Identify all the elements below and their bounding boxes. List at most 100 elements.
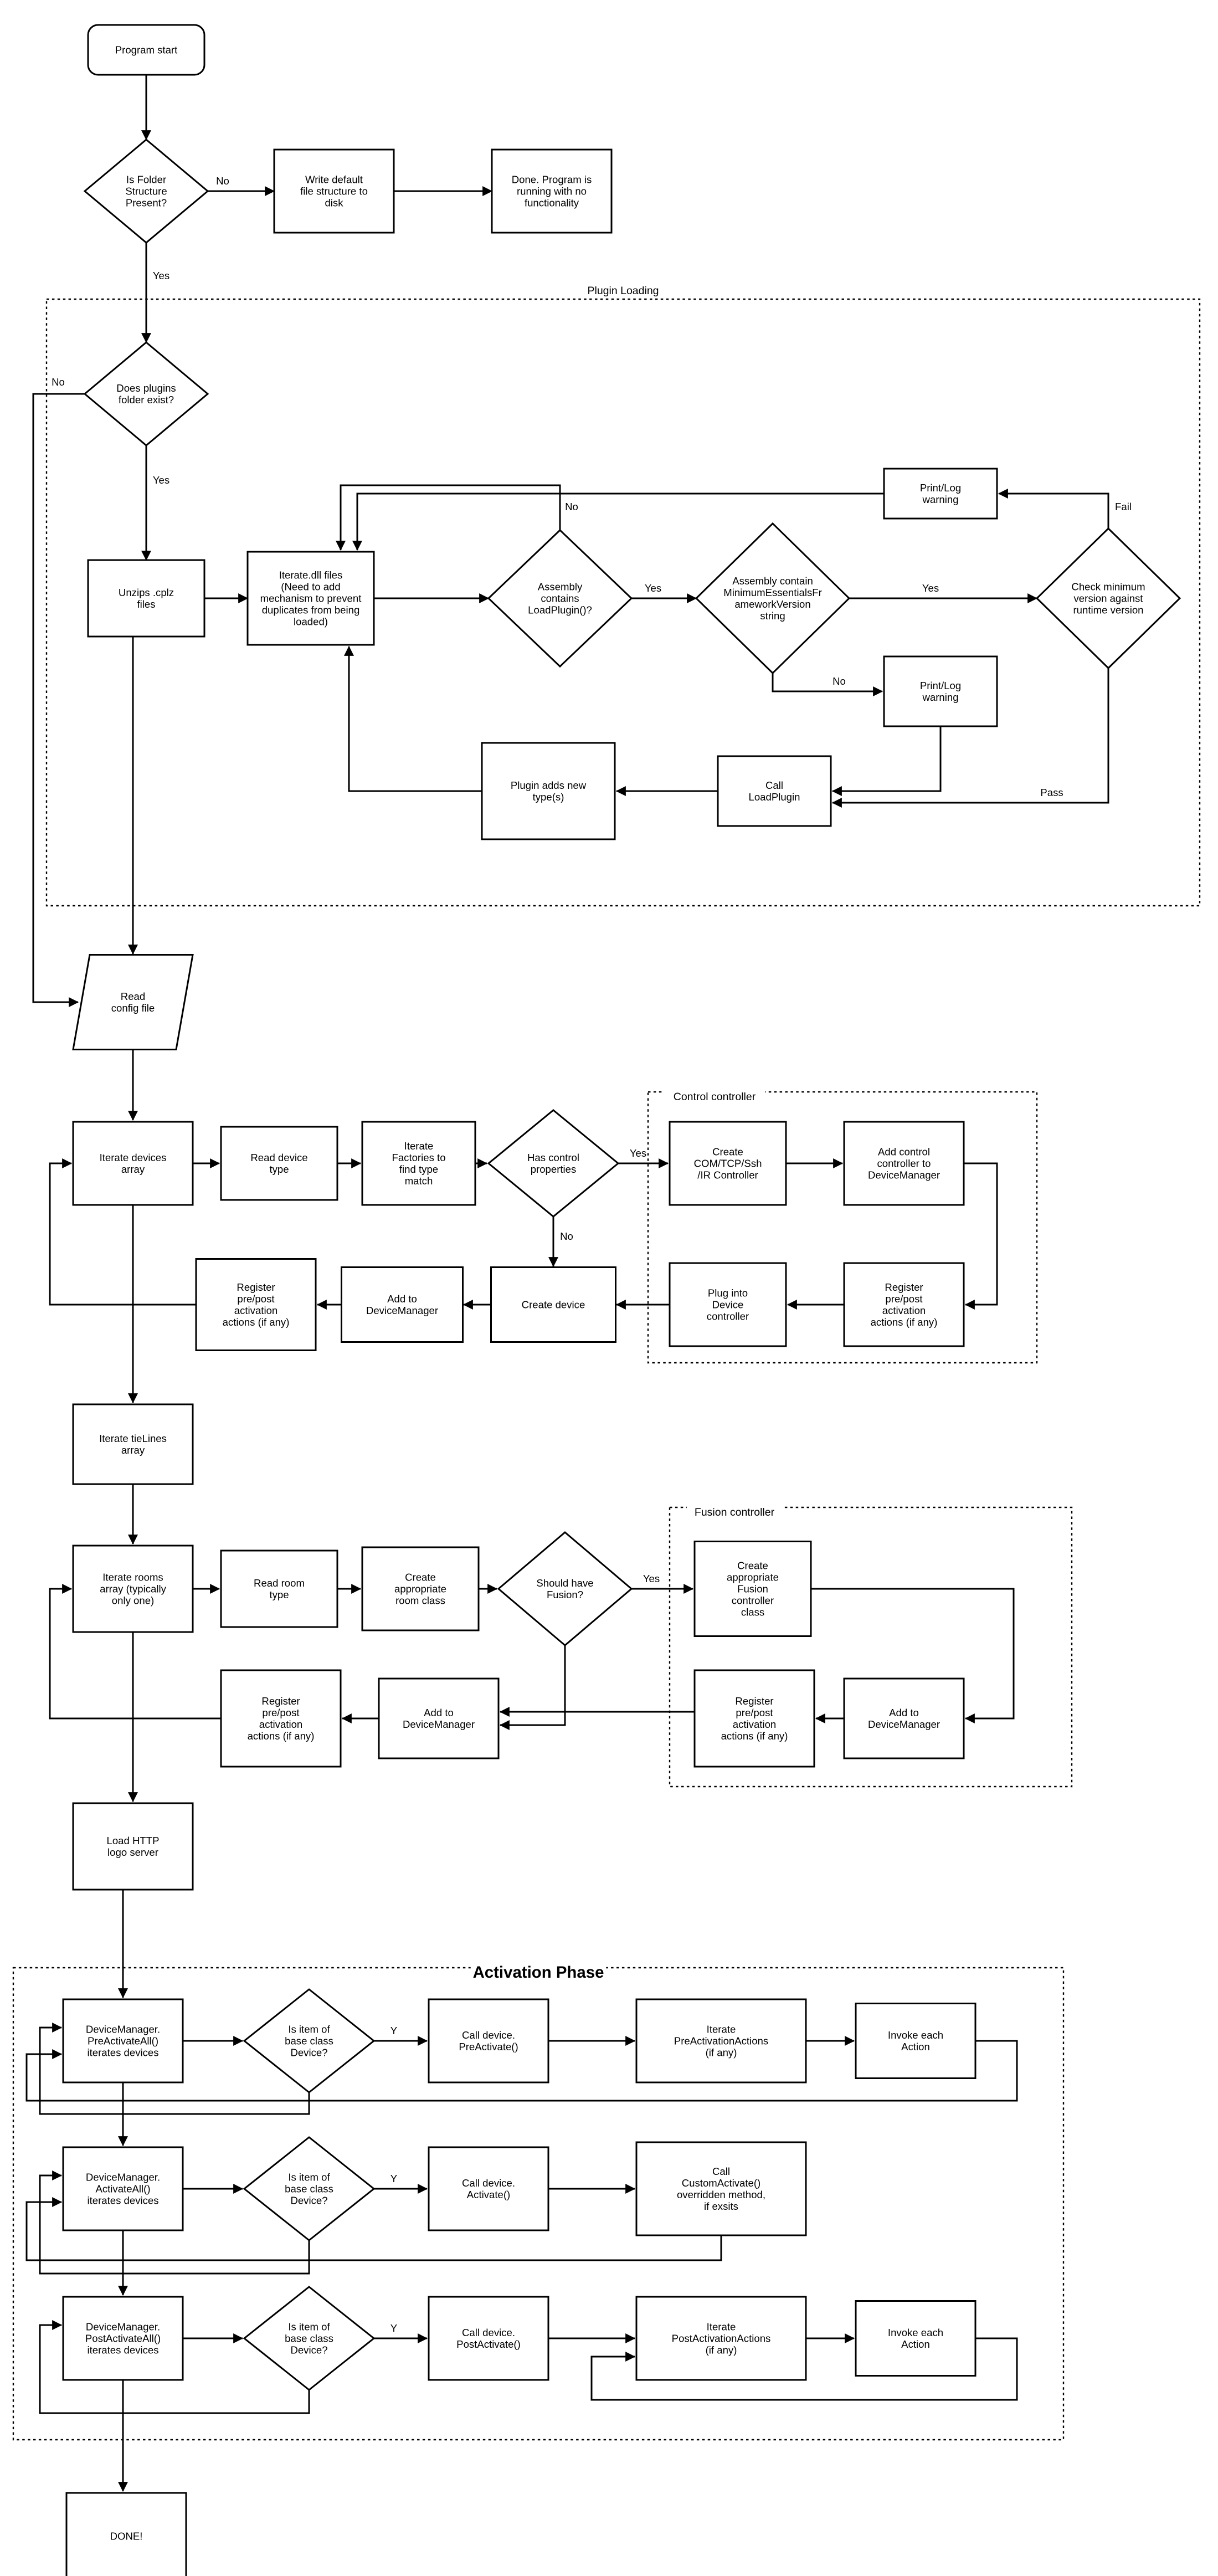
node-label-program-start: Program start <box>115 44 178 56</box>
edge-plugins-yes: Yes <box>141 445 169 561</box>
edge-label-plugins-no-to-config: No <box>52 376 65 388</box>
container-activation-phase: Activation Phase <box>12 1963 1065 2441</box>
edge-label-plugins-yes: Yes <box>153 474 169 486</box>
node-label-devicemanager-postactivateall: DeviceManager.PostActivateAll()iterates … <box>85 2321 161 2356</box>
container-title-fusion-controller: Fusion controller <box>695 1506 775 1518</box>
edge-label-has-control-yes: Yes <box>630 1147 646 1159</box>
edge-plugins-no-to-config: No <box>32 376 85 1007</box>
node-devicemanager-activateall: DeviceManager.ActivateAll()iterates devi… <box>62 2146 184 2231</box>
edge-check-pass: Pass <box>831 668 1109 808</box>
edge-fusion-yes: Yes <box>631 1573 694 1594</box>
edge-label-check-fail: Fail <box>1115 501 1132 512</box>
edge-invoke-post-loop <box>590 2337 1018 2401</box>
edge-label-minversion-yes: Yes <box>922 582 939 594</box>
edge-label-fusion-yes: Yes <box>643 1573 660 1584</box>
edge-register-device-loop <box>49 1158 196 1306</box>
edge-check-fail: Fail <box>998 489 1132 528</box>
edge-add-control-to-register <box>964 1162 998 1310</box>
node-label-done: DONE! <box>110 2531 143 2542</box>
edge-pre-y: Y <box>374 2025 428 2046</box>
node-label-call-device-preactivate: Call device.PreActivate() <box>459 2029 518 2052</box>
node-label-devicemanager-activateall: DeviceManager.ActivateAll()iterates devi… <box>86 2172 160 2206</box>
edge-label-assembly-yes: Yes <box>645 582 661 594</box>
edge-label-minversion-no: No <box>832 675 846 687</box>
node-call-device-activate: Call device.Activate() <box>428 2146 549 2231</box>
edge-act-y: Y <box>374 2173 428 2194</box>
node-call-device-postactivate: Call device.PostActivate() <box>428 2296 549 2381</box>
node-label-devicemanager-preactivateall: DeviceManager.PreActivateAll()iterates d… <box>86 2024 160 2059</box>
node-devicemanager-preactivateall: DeviceManager.PreActivateAll()iterates d… <box>62 1998 184 2084</box>
edge-has-control-no: No <box>548 1217 573 1268</box>
edge-has-control-yes: Yes <box>618 1147 669 1168</box>
container-control-controller: Control controller <box>647 1091 1038 1364</box>
node-label-call-device-postactivate: Call device.PostActivate() <box>456 2327 521 2350</box>
edge-plugin-adds-to-iterate-dll <box>344 645 482 792</box>
edge-minversion-no: No <box>772 673 883 696</box>
edge-folder-no: No <box>208 175 275 196</box>
node-label-call-device-activate: Call device.Activate() <box>462 2177 515 2200</box>
edge-folder-yes: Yes <box>141 243 169 343</box>
node-create-device: Create device <box>490 1266 616 1343</box>
edge-assembly-yes: Yes <box>631 582 697 603</box>
edge-label-pre-y: Y <box>390 2025 397 2036</box>
edge-custom-loop <box>25 2197 722 2261</box>
node-devicemanager-postactivateall: DeviceManager.PostActivateAll()iterates … <box>62 2296 184 2381</box>
edge-minversion-yes: Yes <box>849 582 1038 603</box>
edge-label-assembly-no-loop: No <box>565 501 578 512</box>
